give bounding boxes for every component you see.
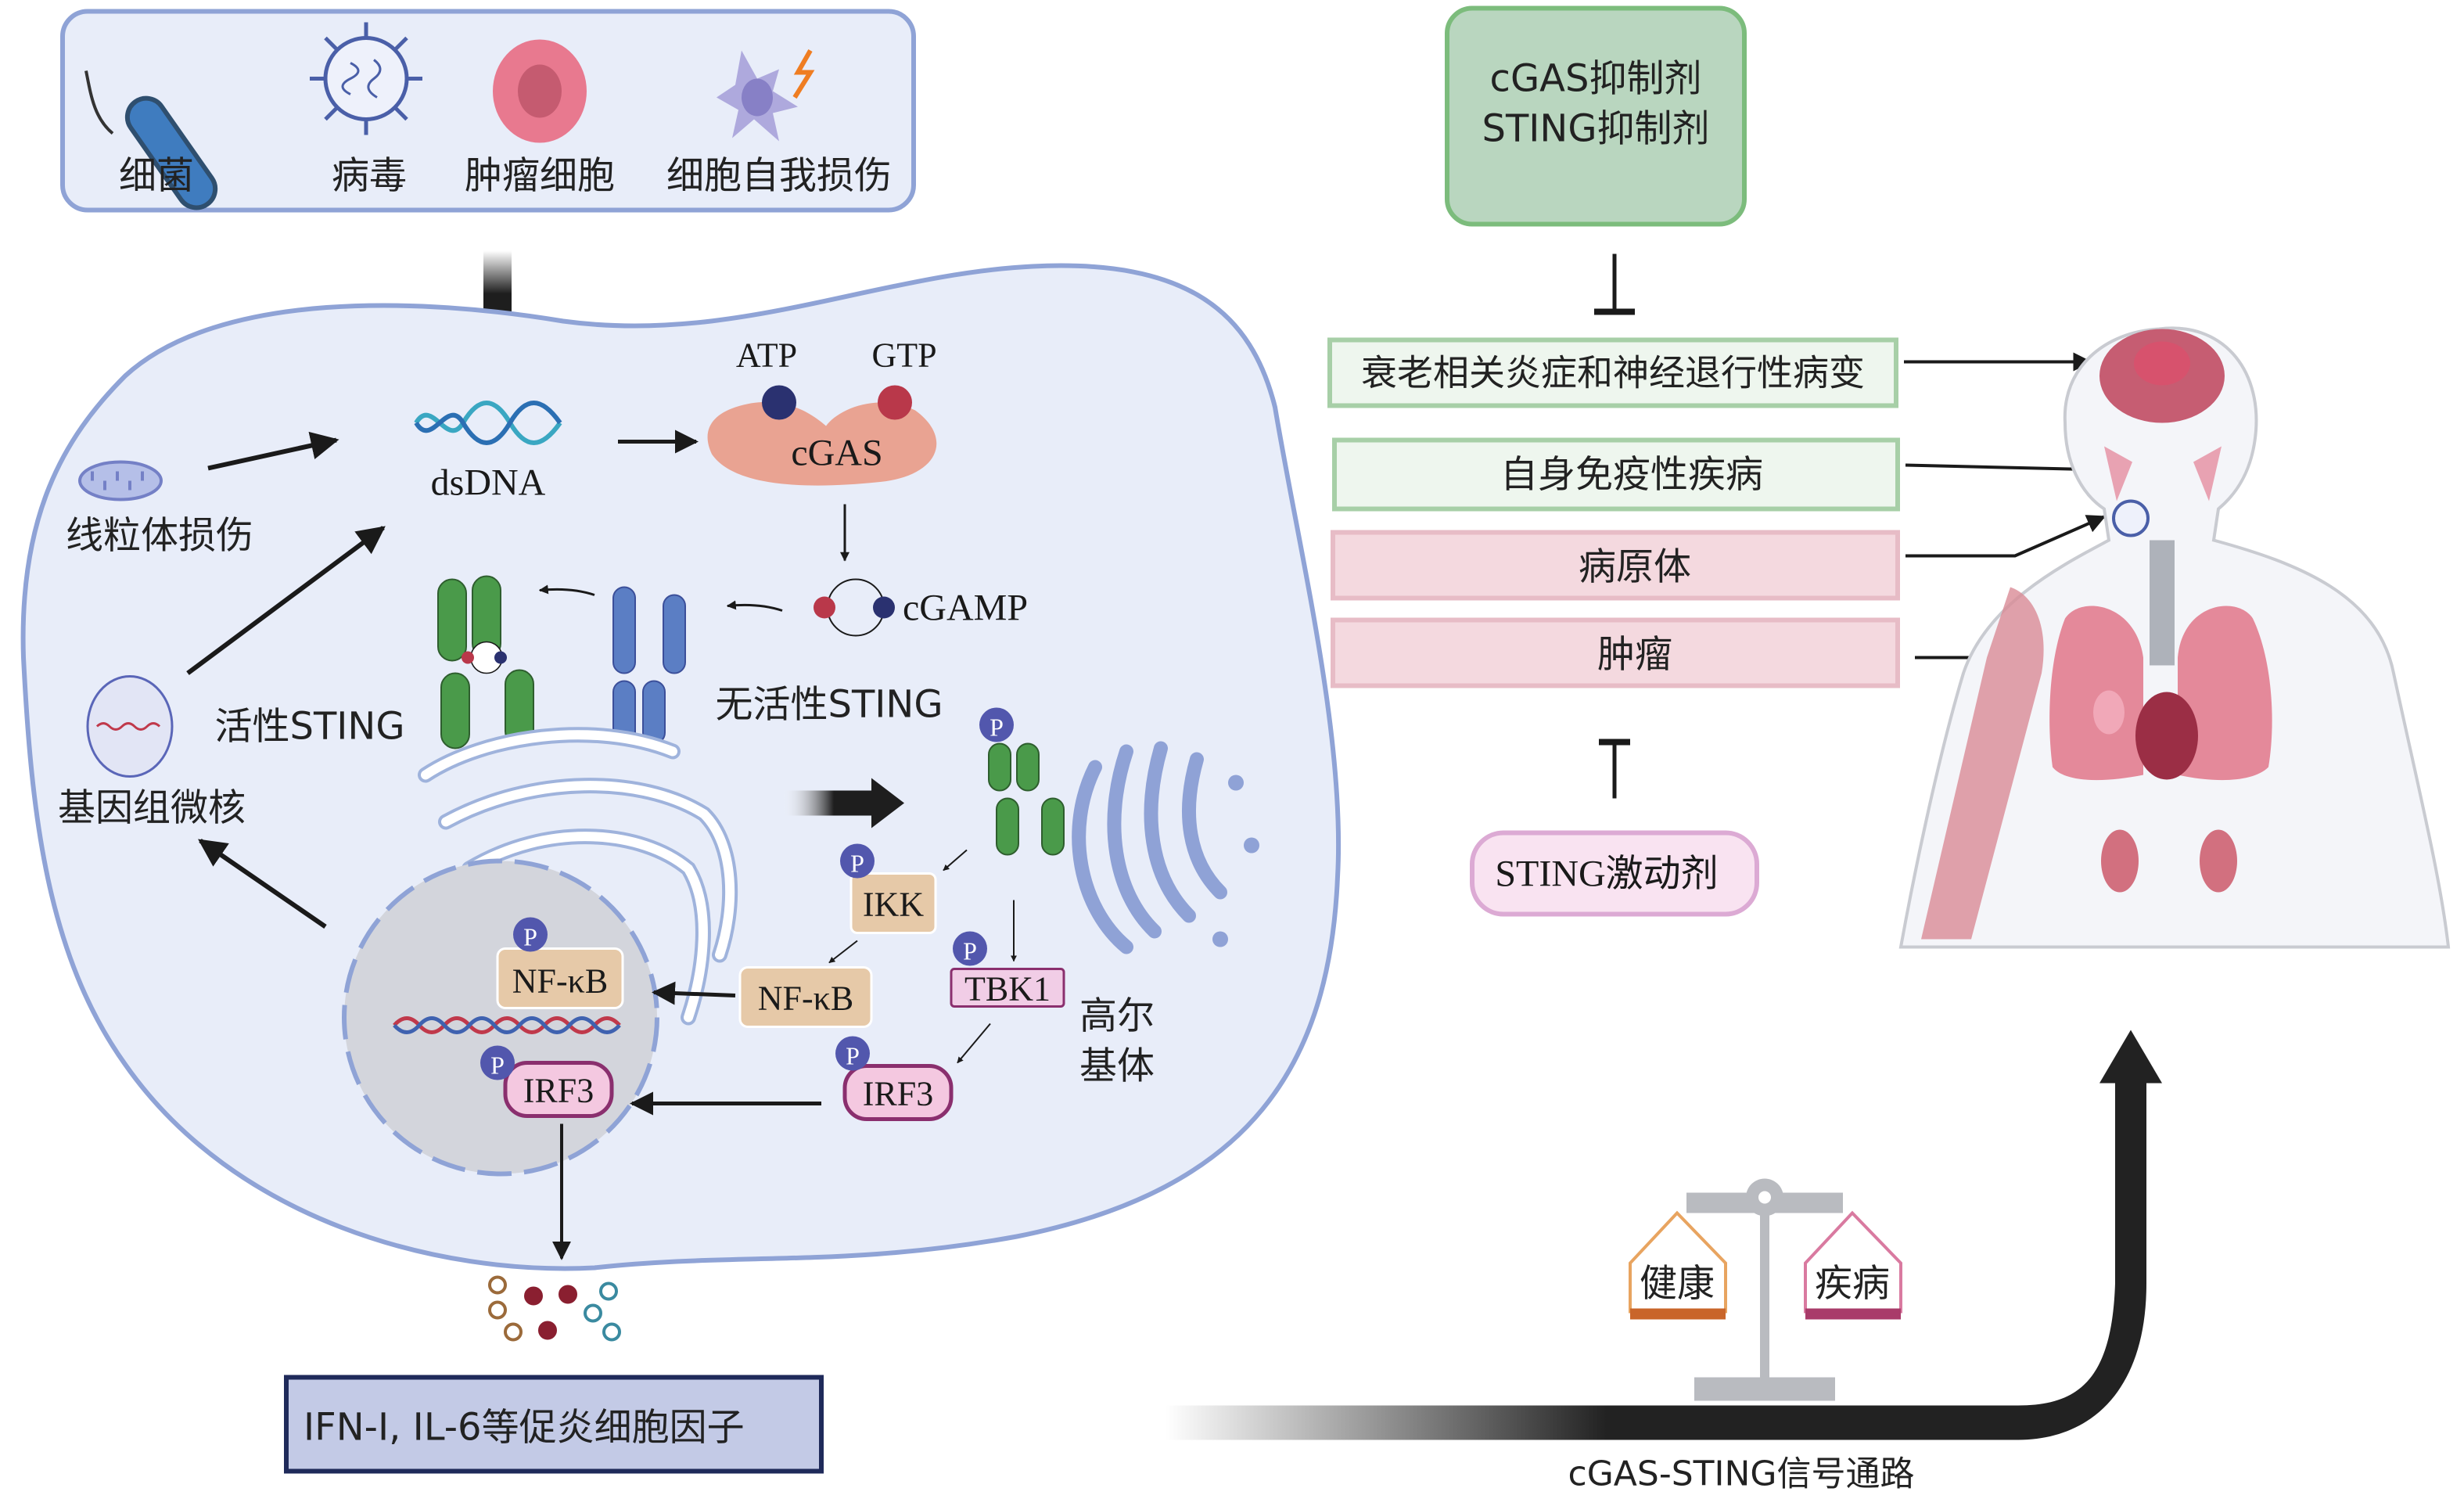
cgas-enzyme <box>707 401 937 486</box>
nfkb-cytoplasmic-label: NF-κB <box>758 979 853 1018</box>
trigger-label-bacteria: 细菌 <box>119 154 194 198</box>
cgas-inhibitor-label: cGAS抑制剂 <box>1490 57 1702 101</box>
damaged-cell-icon <box>717 49 815 142</box>
trigger-label-tumor-cell: 肿瘤细胞 <box>465 154 615 198</box>
irf3-cytoplasmic-label: IRF3 <box>863 1075 933 1113</box>
virus-icon <box>310 22 422 135</box>
trachea <box>2150 540 2175 666</box>
phospho-label: P <box>846 1042 860 1070</box>
phospho-label: P <box>490 1051 505 1080</box>
cgamp-label: cGAMP <box>903 588 1028 629</box>
human-body-illustration <box>1898 326 2451 949</box>
arrow-micronucleus-to-dsdna <box>186 526 386 675</box>
arrow-nucleus-to-micronucleus <box>198 839 327 929</box>
golgi-label-line1: 高尔 <box>1079 994 1155 1038</box>
tbk1-box <box>950 968 1065 1008</box>
golgi-apparatus-icon <box>1072 741 1259 954</box>
phospho-label: P <box>523 923 537 951</box>
nuclear-dna-icon <box>393 1016 621 1034</box>
atp-label: ATP <box>736 336 797 375</box>
disease-label-aging: 衰老相关炎症和神经退行性病变 <box>1361 352 1865 394</box>
disease-label-tumor: 肿瘤 <box>1597 633 1672 677</box>
inhibition-bar-bottom <box>1599 739 1630 799</box>
irf3-nuclear-label: IRF3 <box>523 1072 594 1110</box>
arrow-ikk-to-nfkb <box>828 940 858 964</box>
arrow-sting-to-ikk <box>943 849 968 872</box>
phospho-icon <box>979 707 1014 742</box>
nfkb-cytoplasmic-box <box>738 966 873 1028</box>
ikk-box <box>849 872 937 934</box>
phospho-icon <box>953 931 987 966</box>
pathway-arrow <box>1166 1030 2162 1440</box>
tbk1-label: TBK1 <box>964 970 1051 1008</box>
trigger-label-self-damage: 细胞自我损伤 <box>666 154 892 198</box>
golgi-label-line2: 基体 <box>1079 1044 1155 1088</box>
balance-scale-icon <box>1629 1178 1902 1401</box>
inhibition-bar-top <box>1594 253 1635 315</box>
irf3-cytoplasmic-box <box>842 1064 954 1121</box>
gtp-label: GTP <box>871 336 936 375</box>
disease-label-pathogen: 病原体 <box>1579 545 1691 589</box>
cgas-label: cGAS <box>791 433 882 474</box>
micronucleus-label: 基因组微核 <box>58 786 246 830</box>
phospho-sting-dimer <box>988 742 1065 856</box>
sting-agonist-box <box>1470 830 1759 917</box>
ikk-label: IKK <box>863 886 924 924</box>
nfkb-nuclear-label: NF-κB <box>512 962 608 1001</box>
dsdna-helix-icon <box>414 401 562 445</box>
nfkb-nuclear-box <box>496 947 624 1009</box>
bacterium-icon <box>84 70 218 210</box>
disease-box-tumor <box>1331 617 1900 688</box>
disease-box-aging <box>1327 337 1898 408</box>
disease-box-autoimmune <box>1332 437 1900 512</box>
phospho-label: P <box>963 937 977 965</box>
atp-molecule <box>762 385 796 420</box>
inactive-sting-dimer <box>612 586 686 745</box>
cytokine-output-label: IFN-I, IL-6等促炎细胞因子 <box>304 1406 745 1450</box>
arrow-tbk1-to-irf3 <box>957 1023 991 1064</box>
balance-disease-label: 疾病 <box>1815 1262 1890 1306</box>
arrow-mito-to-dsdna <box>207 431 339 471</box>
sting-inhibitor-label: STING抑制剂 <box>1482 107 1709 151</box>
disease-label-autoimmune: 自身免疫性疾病 <box>1500 453 1763 497</box>
cgamp-molecule <box>814 578 895 637</box>
phospho-icon <box>835 1036 870 1071</box>
translocation-arrow <box>782 778 904 828</box>
pathway-label: cGAS-STING信号通路 <box>1568 1454 1915 1494</box>
trigger-label-virus: 病毒 <box>332 154 407 198</box>
irf3-nuclear-box <box>503 1061 614 1118</box>
micronucleus-icon <box>86 675 174 778</box>
arrow-cgamp-to-sting <box>726 600 783 612</box>
arrow-nfkb-into-nucleus <box>652 981 736 1005</box>
cytokines-icon <box>488 1275 621 1342</box>
arrow-autoimmune-to-face <box>1905 459 2107 479</box>
phospho-icon <box>513 917 548 952</box>
cell-membrane <box>20 263 1342 1271</box>
arrow-pathogen-to-throat <box>1905 515 2107 558</box>
virus-icon <box>2112 499 2150 537</box>
balance-health-label: 健康 <box>1640 1262 1715 1306</box>
mitochondrion-icon <box>78 460 163 501</box>
cytokine-output-box <box>284 1375 824 1474</box>
phospho-label: P <box>850 850 864 878</box>
sting-agonist-label: STING激动剂 <box>1495 854 1718 895</box>
dsdna-label: dsDNA <box>431 462 546 504</box>
disease-box-pathogen <box>1331 530 1900 601</box>
mito-damage-label: 线粒体损伤 <box>66 514 253 558</box>
active-sting-dimer <box>437 575 534 749</box>
phospho-label: P <box>990 713 1004 742</box>
gtp-molecule <box>878 385 912 420</box>
inhibitor-box <box>1445 5 1747 227</box>
phospho-icon <box>480 1045 515 1080</box>
arrow-inactive-to-active <box>538 584 595 596</box>
active-sting-label: 活性STING <box>214 705 404 749</box>
trigger-panel: 细菌 病毒 肿瘤细胞 细胞自我损伤 <box>60 9 916 213</box>
tumor-cell-icon <box>493 39 587 143</box>
inactive-sting-label: 无活性STING <box>715 683 943 727</box>
phospho-icon <box>840 843 875 879</box>
